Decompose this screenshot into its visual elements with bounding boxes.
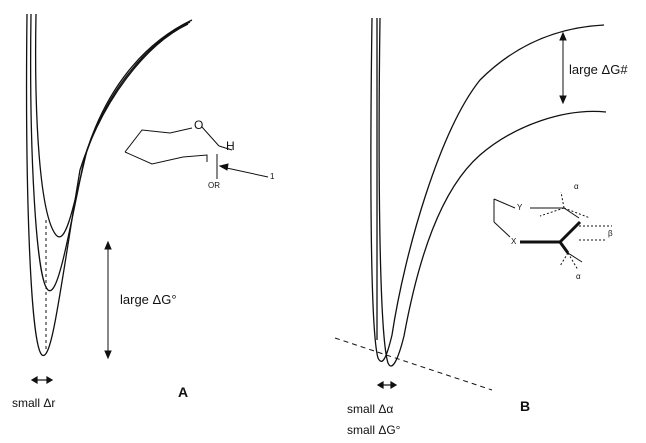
panel-b-letter: B — [520, 398, 531, 414]
delta-r-arrow — [30, 375, 54, 385]
delta-g-hash-arrow — [559, 31, 567, 105]
curve-a-upper — [34, 13, 193, 238]
delta-g-label-b: small ΔG° — [347, 423, 401, 437]
xy-fragment — [493, 191, 612, 271]
fragment-y-label: Y — [517, 203, 523, 212]
curve-b-right — [378, 17, 607, 367]
ring-oxygen-label: O — [194, 118, 204, 132]
delta-r-label: small Δr — [12, 396, 56, 410]
alpha-top-label: α — [574, 182, 579, 191]
xy-bold-bond — [520, 220, 582, 254]
panel-a-curves — [25, 13, 193, 357]
alpha-bottom-label: α — [576, 272, 581, 281]
panel-b-curves — [370, 17, 607, 367]
curve-b-left — [370, 17, 605, 362]
pyran-ring — [124, 126, 233, 179]
delta-g-arrow-a — [104, 240, 112, 360]
minima-dashed-line — [334, 337, 493, 391]
delta-alpha-label: small Δα — [347, 402, 394, 416]
delta-g-label-a: large ΔG° — [120, 292, 177, 307]
curve-a-middle — [30, 13, 191, 292]
delta-alpha-arrow — [376, 380, 398, 390]
ring-arrow-number: 1 — [270, 172, 275, 181]
fragment-x-label: X — [511, 237, 517, 246]
ring-h-label: H — [226, 139, 235, 153]
curve-a-lower — [25, 13, 189, 357]
ring-or-label: OR — [208, 181, 220, 190]
panel-a-letter: A — [178, 384, 189, 400]
ring-pointer-arrow — [218, 163, 269, 178]
delta-g-hash-label: large ΔG# — [569, 62, 628, 77]
fragment-side-label: β — [608, 229, 613, 238]
